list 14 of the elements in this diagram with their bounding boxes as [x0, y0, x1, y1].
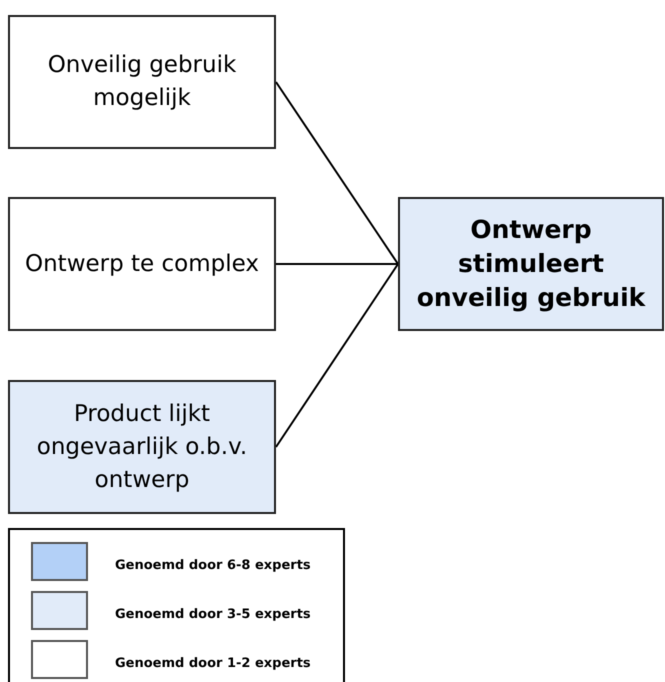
connector-line: [276, 263, 398, 265]
legend-text: Genoemd door 1-2 experts: [115, 654, 311, 673]
legend-text: Genoemd door 3-5 experts: [115, 606, 311, 624]
legend-text: Genoemd door 6-8 experts: [115, 556, 311, 575]
box-text: Onveilig gebruik mogelijk: [46, 51, 238, 113]
process-box: [8, 380, 276, 514]
box-text: Ontwerp te complex: [25, 250, 259, 278]
process-box: [398, 197, 664, 331]
process-box: [8, 197, 276, 331]
connector-line: [275, 263, 399, 448]
box-text: Product lijkt ongevaarlijk o.b.v. ontwerp: [36, 400, 248, 494]
process-box: [8, 15, 276, 149]
connector-line: [275, 81, 399, 265]
box-text: Ontwerp stimuleert onveilig gebruik: [416, 214, 646, 314]
